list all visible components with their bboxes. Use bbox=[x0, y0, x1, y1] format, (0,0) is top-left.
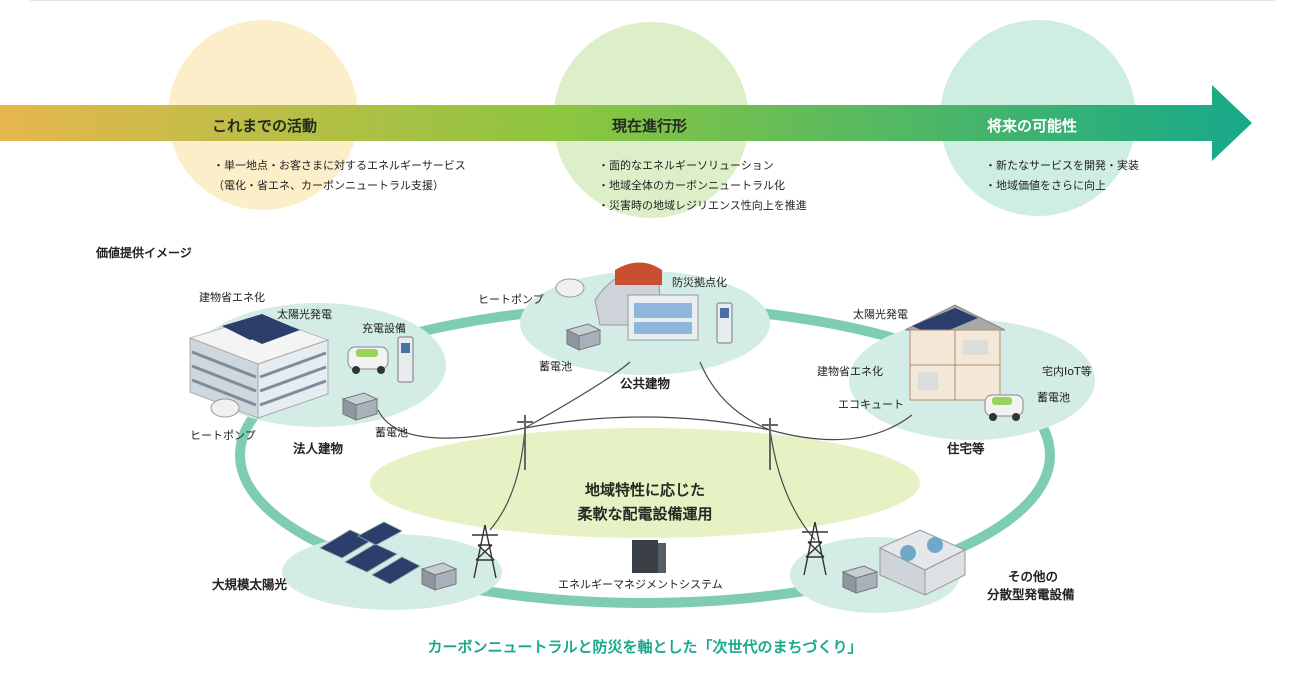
utility-poles bbox=[517, 415, 778, 470]
label-ems: エネルギーマネジメントシステム bbox=[558, 578, 723, 591]
battery-corporate bbox=[341, 392, 379, 421]
center-ellipse bbox=[370, 428, 920, 538]
battery-other bbox=[841, 565, 879, 594]
phase-bullets-past: ・単一地点・お客さまに対するエネルギーサービス （電化・省エネ、カーボンニュート… bbox=[213, 156, 466, 196]
phase-bullets-future: ・新たなサービスを開発・実装 ・地域価値をさらに向上 bbox=[985, 156, 1139, 196]
label-corporate-eco: 建物省エネ化 bbox=[199, 291, 265, 304]
house-illustration bbox=[904, 304, 1006, 401]
bullet: ・地域価値をさらに向上 bbox=[985, 179, 1106, 192]
phase-title-past: これまでの活動 bbox=[212, 117, 318, 135]
label-corporate-heatpump: ヒートポンプ bbox=[190, 429, 256, 442]
center-message: 地域特性に応じた 柔軟な配電設備運用 bbox=[545, 478, 745, 526]
label-public-disaster: 防災拠点化 bbox=[672, 276, 727, 289]
center-line-2: 柔軟な配電設備運用 bbox=[577, 505, 713, 523]
label-public-battery: 蓄電池 bbox=[539, 360, 572, 373]
label-public-heatpump: ヒートポンプ bbox=[478, 293, 544, 306]
charger-public bbox=[716, 302, 733, 344]
bullet: ・面的なエネルギーソリューション bbox=[598, 159, 774, 172]
tower-right bbox=[802, 521, 828, 576]
bullet: ・単一地点・お客さまに対するエネルギーサービス bbox=[213, 159, 466, 172]
heatpump-corporate bbox=[210, 398, 240, 418]
label-home: 住宅等 bbox=[947, 441, 985, 456]
charger-corporate bbox=[397, 336, 414, 383]
battery-public bbox=[565, 323, 602, 351]
label-corporate-building: 法人建物 bbox=[293, 441, 344, 456]
top-divider bbox=[30, 0, 1275, 1]
heatpump-public bbox=[555, 278, 585, 298]
label-home-solar: 太陽光発電 bbox=[853, 308, 908, 321]
tower-left bbox=[472, 524, 498, 579]
bullet: （電化・省エネ、カーボンニュートラル支援） bbox=[213, 179, 444, 192]
large-solar-illustration bbox=[319, 521, 421, 585]
label-corporate-charger: 充電設備 bbox=[362, 322, 406, 335]
label-home-eco: 建物省エネ化 bbox=[817, 365, 883, 378]
bullet: ・地域全体のカーボンニュートラル化 bbox=[598, 179, 785, 192]
corporate-building-illustration bbox=[188, 314, 330, 419]
label-home-ecocute: エコキュート bbox=[838, 398, 904, 411]
ev-car-home bbox=[984, 394, 1024, 421]
label-large-solar: 大規模太陽光 bbox=[212, 577, 288, 592]
power-lines bbox=[377, 361, 913, 541]
bullet: ・災害時の地域レジリエンス性向上を推進 bbox=[598, 199, 807, 212]
phase-title-now: 現在進行形 bbox=[612, 117, 688, 135]
bottom-caption: カーボンニュートラルと防災を軸とした「次世代のまちづくり」 bbox=[427, 638, 863, 656]
label-other-line-1: その他の bbox=[1008, 569, 1059, 584]
section-title: 価値提供イメージ bbox=[96, 246, 192, 260]
phase-bullets-now: ・面的なエネルギーソリューション ・地域全体のカーボンニュートラル化 ・災害時の… bbox=[598, 156, 807, 216]
other-generation-illustration bbox=[878, 529, 967, 596]
public-building-illustration bbox=[594, 262, 699, 341]
label-other-line-2: 分散型発電設備 bbox=[987, 587, 1075, 602]
bullet: ・新たなサービスを開発・実装 bbox=[985, 159, 1139, 172]
battery-large-solar bbox=[420, 562, 458, 591]
phase-title-future: 将来の可能性 bbox=[987, 117, 1078, 135]
timeline-arrow bbox=[0, 85, 1252, 161]
ev-car-corporate bbox=[347, 346, 389, 374]
label-public-building: 公共建物 bbox=[620, 376, 671, 391]
ems-server-illustration bbox=[632, 540, 666, 573]
label-corporate-battery: 蓄電池 bbox=[375, 426, 408, 439]
center-line-1: 地域特性に応じた bbox=[584, 481, 705, 499]
label-corporate-solar: 太陽光発電 bbox=[277, 308, 332, 321]
label-home-battery: 蓄電池 bbox=[1037, 391, 1070, 404]
label-home-iot: 宅内IoT等 bbox=[1042, 365, 1092, 378]
